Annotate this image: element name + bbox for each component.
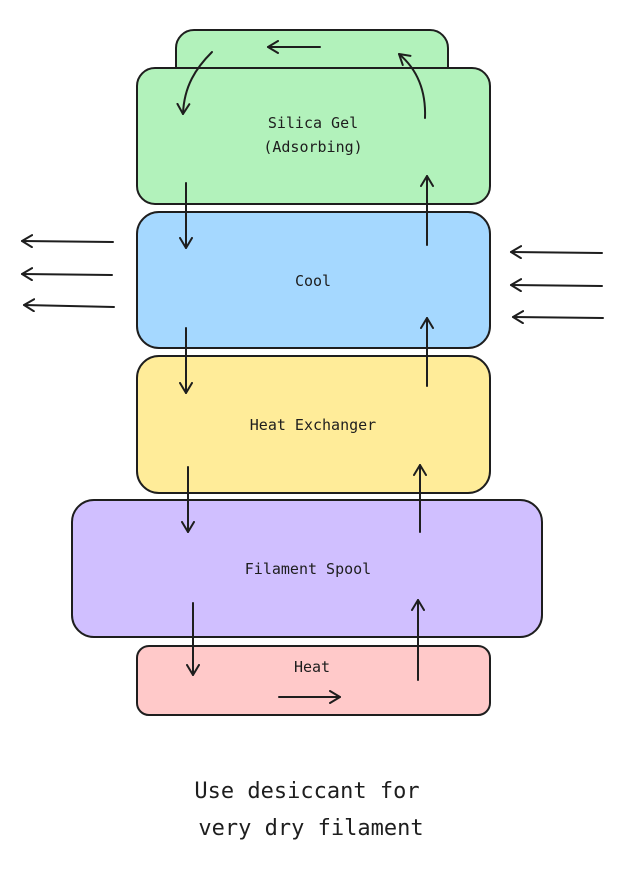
- silica-gel-label-line2: (Adsorbing): [263, 138, 362, 156]
- caption-line2: very dry filament: [198, 816, 423, 841]
- silica-gel-box: [136, 67, 491, 205]
- curved-down-arrow: [176, 51, 213, 115]
- heat-box: [136, 645, 491, 716]
- cool-label: Cool: [295, 272, 331, 290]
- silica-gel-label-line1: Silica Gel: [268, 114, 358, 132]
- caption-line1: Use desiccant for: [194, 779, 419, 804]
- intake-arrow-3: [512, 310, 604, 325]
- curved-up-arrow: [398, 52, 427, 119]
- filament-spool-label: Filament Spool: [245, 560, 371, 578]
- heat-label: Heat: [294, 658, 330, 676]
- intake-arrow-2: [509, 278, 603, 293]
- exhaust-arrow-2: [21, 267, 113, 282]
- exhaust-arrow-3: [23, 298, 115, 313]
- cool-box: [136, 211, 491, 349]
- heat-exchanger-box: [136, 355, 491, 494]
- heat-exchanger-label: Heat Exchanger: [250, 416, 376, 434]
- intake-arrow-1: [509, 245, 603, 260]
- exhaust-arrow-1: [21, 234, 114, 249]
